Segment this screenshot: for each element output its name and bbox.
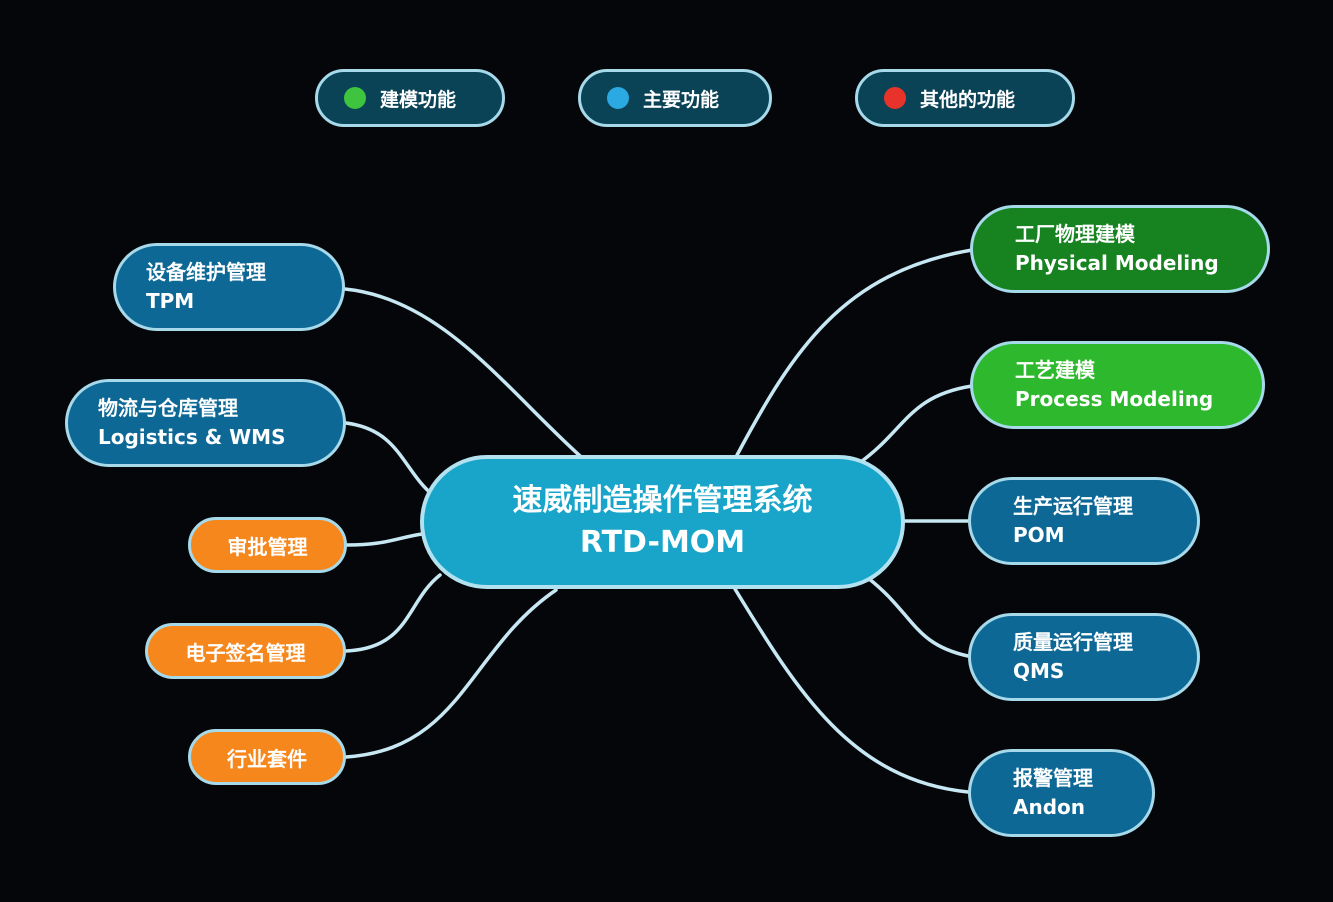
edge-esignature [344, 573, 442, 653]
node-subtitle: Andon [1013, 795, 1086, 819]
node-subtitle: POM [1013, 523, 1065, 547]
node-tpm[interactable]: 设备维护管理 TPM [113, 243, 345, 331]
node-subtitle: Process Modeling [1015, 387, 1214, 411]
node-title: 报警管理 [1013, 766, 1093, 790]
node-title: 设备维护管理 [146, 260, 266, 284]
node-industry-suite[interactable]: 行业套件 [188, 729, 346, 785]
node-title: 工艺建模 [1015, 358, 1095, 382]
legend-label: 建模功能 [380, 88, 457, 111]
legend-item-other: 其他的功能 [855, 69, 1075, 127]
node-subtitle: TPM [146, 289, 195, 313]
node-subtitle: Logistics & WMS [98, 425, 286, 449]
edge-physical-modeling [734, 248, 974, 459]
edge-tpm [343, 287, 590, 465]
edge-logistics-wms [344, 421, 436, 498]
legend-item-main: 主要功能 [578, 69, 772, 127]
edge-industry-suite [344, 588, 558, 759]
legend-blue-dot-icon [607, 87, 629, 109]
edge-approval [345, 532, 424, 547]
node-subtitle: QMS [1013, 659, 1065, 683]
node-esignature[interactable]: 电子签名管理 [145, 623, 346, 679]
legend-green-dot-icon [344, 87, 366, 109]
node-title: 物流与仓库管理 [98, 396, 238, 420]
node-logistics-wms[interactable]: 物流与仓库管理 Logistics & WMS [65, 379, 346, 467]
node-title: 生产运行管理 [1013, 494, 1133, 518]
center-node-rtd-mom[interactable]: 速威制造操作管理系统 RTD-MOM [420, 455, 905, 589]
node-title: 审批管理 [227, 534, 308, 559]
node-title: 电子签名管理 [185, 640, 306, 665]
center-subtitle: RTD-MOM [579, 525, 746, 560]
node-physical-modeling[interactable]: 工厂物理建模 Physical Modeling [970, 205, 1270, 293]
node-subtitle: Physical Modeling [1015, 251, 1219, 275]
node-title: 质量运行管理 [1013, 630, 1133, 654]
legend-label: 主要功能 [643, 88, 720, 111]
node-qms[interactable]: 质量运行管理 QMS [968, 613, 1200, 701]
legend-label: 其他的功能 [920, 88, 1016, 111]
node-pom[interactable]: 生产运行管理 POM [968, 477, 1200, 565]
edge-qms [866, 576, 970, 658]
legend-red-dot-icon [884, 87, 906, 109]
edge-andon [733, 587, 970, 794]
node-approval[interactable]: 审批管理 [188, 517, 347, 573]
node-title: 行业套件 [227, 746, 307, 771]
legend-item-modeling: 建模功能 [315, 69, 505, 127]
edge-process-modeling [856, 384, 974, 466]
center-title: 速威制造操作管理系统 [512, 483, 813, 518]
node-process-modeling[interactable]: 工艺建模 Process Modeling [970, 341, 1265, 429]
node-andon[interactable]: 报警管理 Andon [968, 749, 1155, 837]
node-title: 工厂物理建模 [1015, 222, 1135, 246]
